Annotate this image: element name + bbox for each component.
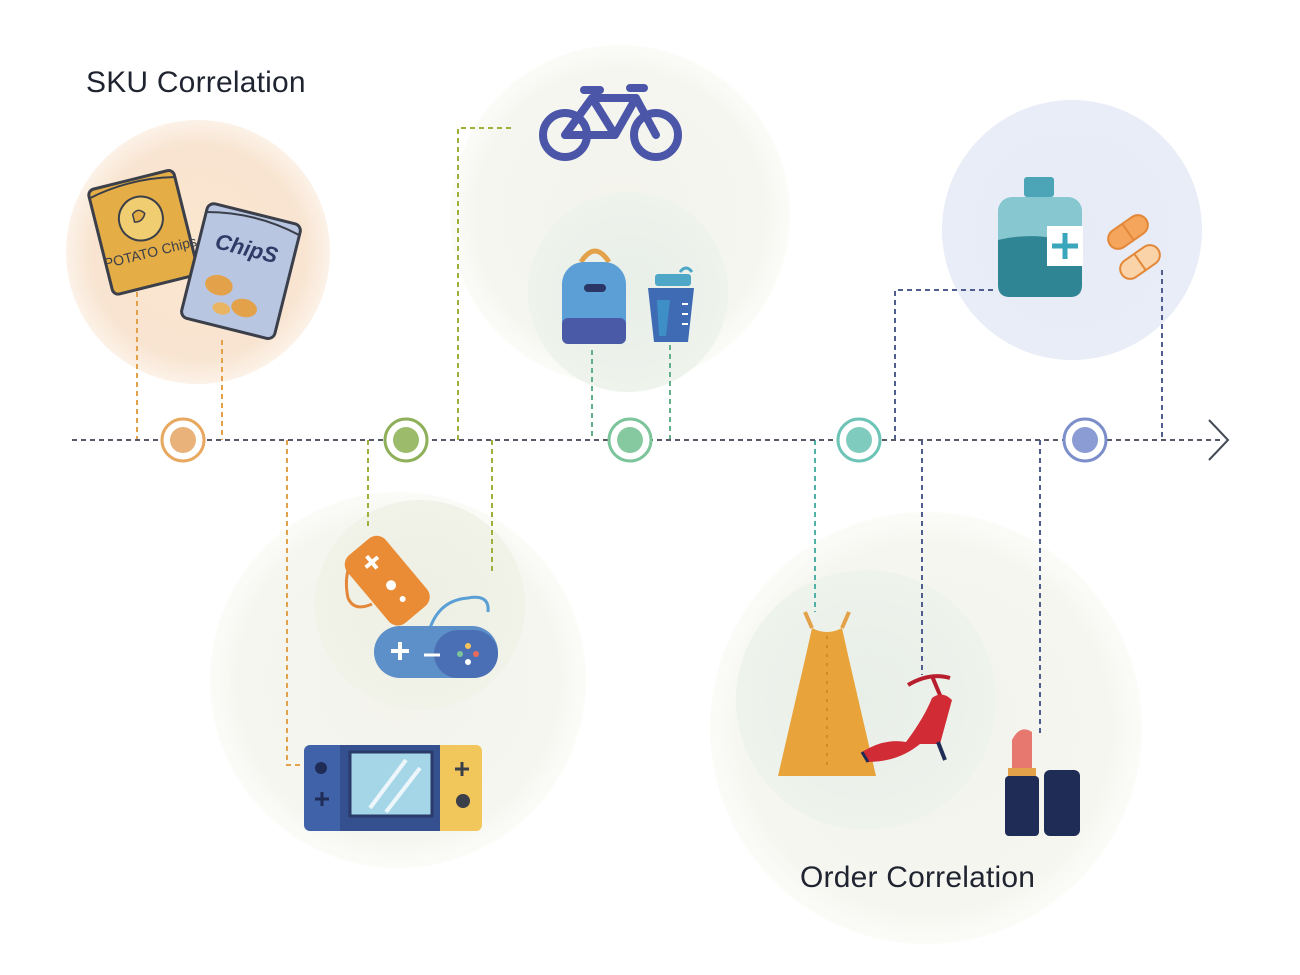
potato-chips-bag-icon: POTATO Chips	[87, 169, 200, 296]
timeline-node-orange	[160, 417, 206, 463]
backpack-icon	[562, 248, 626, 344]
sku-correlation-title: SKU Correlation	[86, 66, 306, 99]
timeline-node-teal	[836, 417, 882, 463]
connector-console	[286, 440, 305, 766]
bicycle-icon	[539, 84, 682, 161]
order-correlation-title: Order Correlation	[800, 861, 1036, 894]
timeline-arrow-icon	[1208, 419, 1230, 461]
order-inner-circle	[736, 570, 996, 830]
timeline-node-blue	[1062, 417, 1108, 463]
lipstick-icon	[1005, 729, 1080, 836]
connector-bike	[457, 127, 515, 440]
medicine-bottle-icon	[998, 177, 1083, 297]
bag-inner-circle	[528, 192, 728, 392]
gamepad-icon	[374, 595, 498, 678]
motion-remote-icon	[344, 535, 430, 626]
high-heel-icon	[860, 674, 952, 763]
connector-medicine	[894, 289, 995, 440]
dress-icon	[778, 611, 876, 776]
handheld-console-icon	[304, 745, 482, 831]
pills-icon	[1107, 214, 1161, 280]
timeline-node-green	[607, 417, 653, 463]
chips-bag-icon: ChipS	[180, 202, 302, 340]
water-bottle-icon	[648, 266, 694, 342]
timeline-node-olive	[383, 417, 429, 463]
connector-lines	[136, 127, 1163, 766]
